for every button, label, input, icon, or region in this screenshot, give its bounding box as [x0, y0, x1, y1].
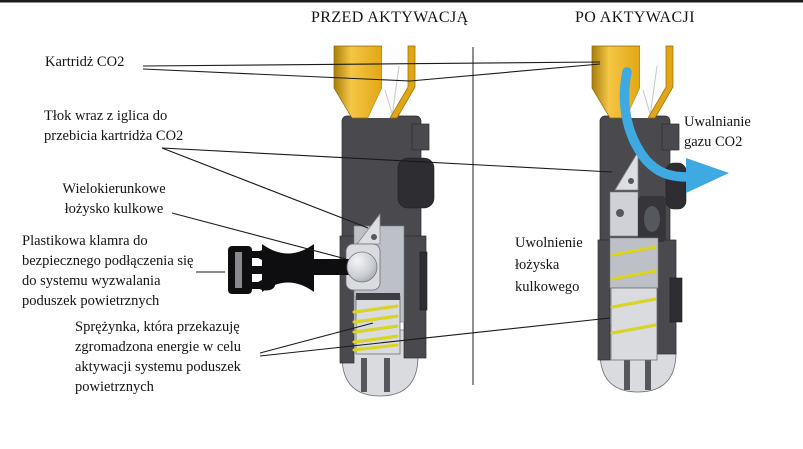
label-bearing-release: Uwolnienie łożyska kulkowego: [515, 235, 583, 295]
top-border-line: [0, 0, 803, 3]
spring-after: [609, 237, 659, 361]
rubber-grommet: [262, 244, 314, 292]
gas-release-arrow: [619, 67, 729, 193]
leader-lines: [142, 61, 613, 357]
label-plastic-clamp: Plastikowa klamra do bezpiecznego podłąc…: [22, 233, 194, 309]
interior-cut-after: [609, 150, 666, 242]
co2-cartridge-before: [333, 45, 416, 119]
device-before-activation: [228, 45, 435, 397]
label-spring: Sprężynka, która przekazuję zgromadzona …: [75, 319, 241, 395]
panel-title-after: PO AKTYWACJI: [575, 9, 695, 26]
label-gas-release: Uwalnianie gazu CO2: [684, 114, 751, 150]
co2-cartridge-after: [591, 45, 674, 119]
label-co2-cartridge: Kartridż CO2: [45, 54, 125, 70]
label-piston-needle: Tłok wraz z iglica do przebicia kartridż…: [44, 108, 184, 144]
housing-before: [339, 115, 435, 364]
plastic-clamp: [228, 246, 278, 294]
label-ball-bearing: Wielokierunkowe łożysko kulkowe: [62, 181, 166, 217]
panel-title-before: PRZED AKTYWACJĄ: [311, 9, 469, 26]
device-after-activation: [591, 45, 729, 393]
